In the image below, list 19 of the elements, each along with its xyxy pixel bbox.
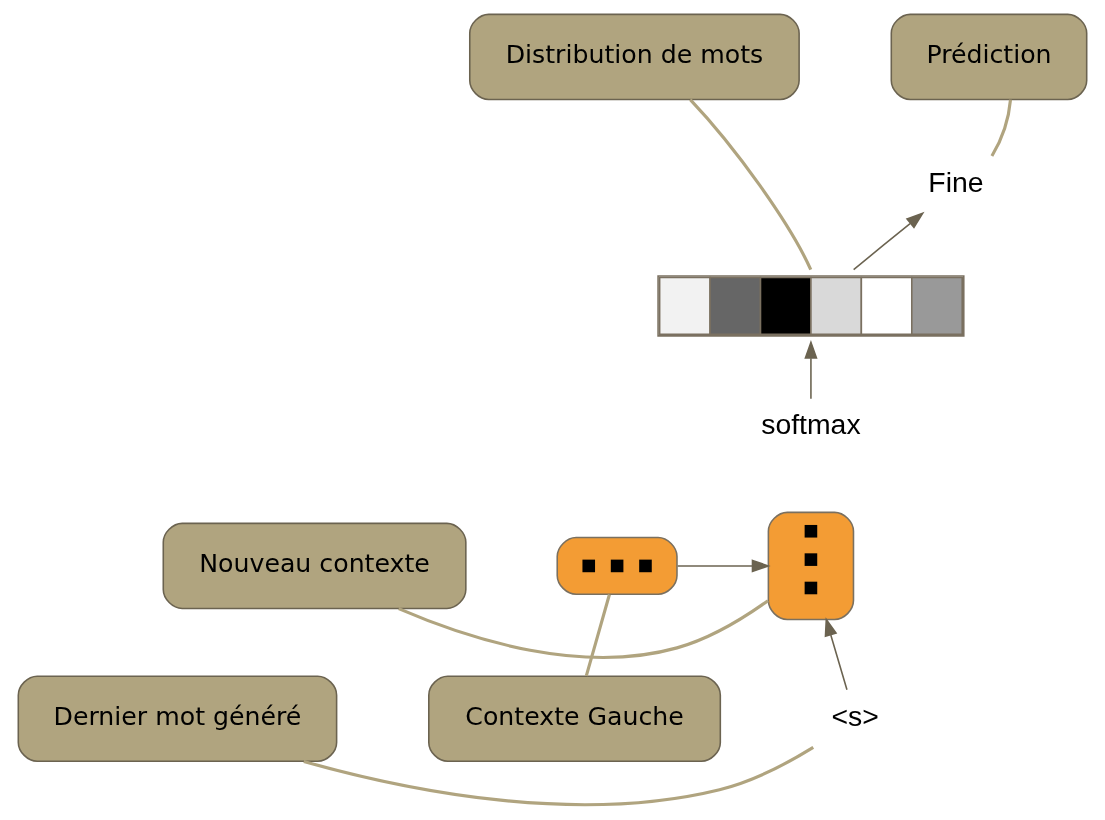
- connector: [584, 594, 611, 677]
- arrow: [676, 559, 771, 573]
- connector: [303, 746, 815, 807]
- connector: [689, 98, 813, 271]
- node-text: <s>: [831, 699, 879, 732]
- arrow: [804, 339, 818, 400]
- connector: [398, 599, 769, 659]
- connector: [990, 99, 1013, 157]
- node-box: Nouveau contexte: [162, 522, 467, 610]
- node-box: Dernier mot généré: [17, 675, 338, 763]
- node-box: Prédiction: [890, 13, 1088, 101]
- arrow: [824, 617, 848, 691]
- arrow: [852, 211, 925, 271]
- node-text: Fine: [928, 165, 984, 198]
- node-box: [767, 511, 855, 621]
- node-box: Distribution de mots: [468, 13, 800, 101]
- node-text: softmax: [761, 408, 861, 441]
- node-box: Contexte Gauche: [428, 675, 722, 763]
- node-box: [556, 536, 678, 596]
